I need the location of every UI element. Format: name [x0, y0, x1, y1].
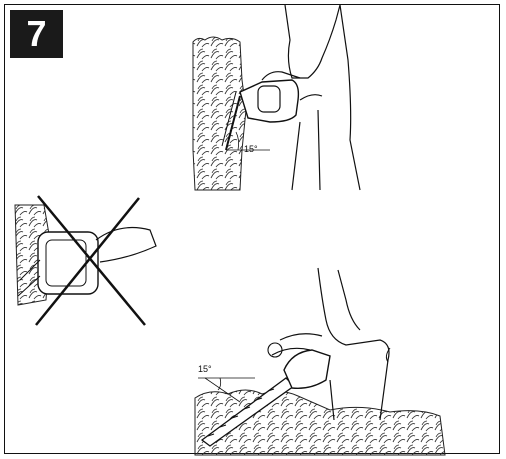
vertical-cut-figure: 15°: [193, 5, 360, 190]
incorrect-usage-figure: [15, 196, 156, 325]
hedge-vertical: [193, 37, 246, 190]
trimmer-horizontal: [284, 350, 330, 388]
horizontal-cut-figure: 15°: [195, 268, 445, 455]
vertical-angle-label: 15°: [244, 144, 258, 154]
horizontal-angle-label: 15°: [198, 364, 212, 374]
